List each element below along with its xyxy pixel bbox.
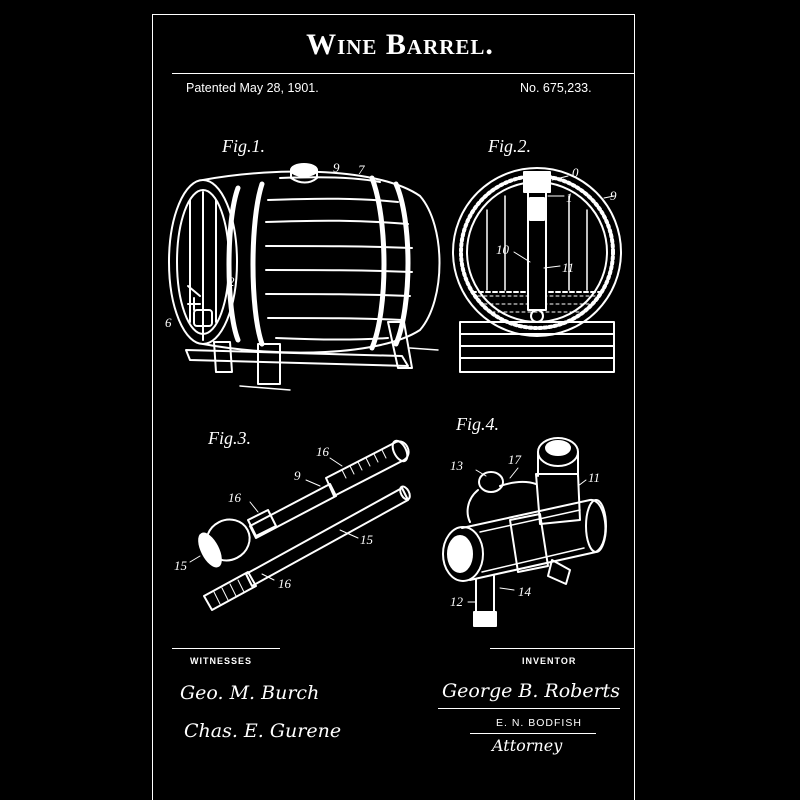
fig-2-callout-0: 0 <box>572 165 579 180</box>
fig-2-section-drawing <box>452 167 622 373</box>
patent-number: No. 675,233. <box>520 81 592 95</box>
inventor-signature: George B. Roberts <box>442 680 621 702</box>
fig-3-callout-15a: 15 <box>360 532 374 547</box>
fig-2-callout-11: 11 <box>562 260 574 275</box>
fig-1-label: Fig.1. <box>222 136 265 156</box>
inventor-rule <box>490 648 635 649</box>
fig-1-callout-7: 7 <box>358 162 365 177</box>
fig-3-callout-15b: 15 <box>174 558 188 573</box>
fig-2-label: Fig.2. <box>488 136 531 156</box>
fig-1-barrel-drawing <box>168 163 441 391</box>
fig-4-callout-12: 12 <box>450 594 464 609</box>
inventor-signature-rule <box>438 708 620 709</box>
fig-4-label: Fig.4. <box>456 414 499 434</box>
patent-date: Patented May 28, 1901. <box>186 81 319 95</box>
witnesses-caption: WITNESSES <box>190 656 253 666</box>
fig-3-callout-16a: 16 <box>316 444 330 459</box>
fig-4-callout-11: 11 <box>588 470 600 485</box>
fig-4-callout-14: 14 <box>518 584 532 599</box>
fig-4-faucet-drawing <box>442 437 607 627</box>
witness-signature-2: Chas. E. Gurene <box>184 720 342 742</box>
fig-1-callout-2: 2 <box>228 274 235 289</box>
fig-3-label: Fig.3. <box>208 428 251 448</box>
poster-frame <box>152 14 635 800</box>
poster-title: Wine Barrel. <box>306 28 494 61</box>
fig-2-callout-9: 9 <box>610 188 617 203</box>
fig-3-callout-16b: 16 <box>228 490 242 505</box>
fig-3-callout-9: 9 <box>294 468 301 483</box>
attorney-rule <box>470 733 596 734</box>
fig-2-callout-1: 1 <box>566 190 573 205</box>
fig-1-callout-6: 6 <box>165 315 172 330</box>
attorney-name: E. N. BODFISH <box>496 717 582 729</box>
fig-1-callout-9: 9 <box>333 160 340 175</box>
fig-4-callout-17: 17 <box>508 452 522 467</box>
fig-4-callout-13: 13 <box>450 458 464 473</box>
witness-signature-1: Geo. M. Burch <box>180 682 320 704</box>
title-rule <box>172 73 635 74</box>
fig-2-callout-10: 10 <box>496 242 510 257</box>
inventor-caption: INVENTOR <box>522 656 577 666</box>
fig-3-tube-drawing <box>189 439 411 611</box>
attorney-signature: Attorney <box>492 736 563 755</box>
fig-3-callout-16c: 16 <box>278 576 292 591</box>
witnesses-rule <box>172 648 280 649</box>
